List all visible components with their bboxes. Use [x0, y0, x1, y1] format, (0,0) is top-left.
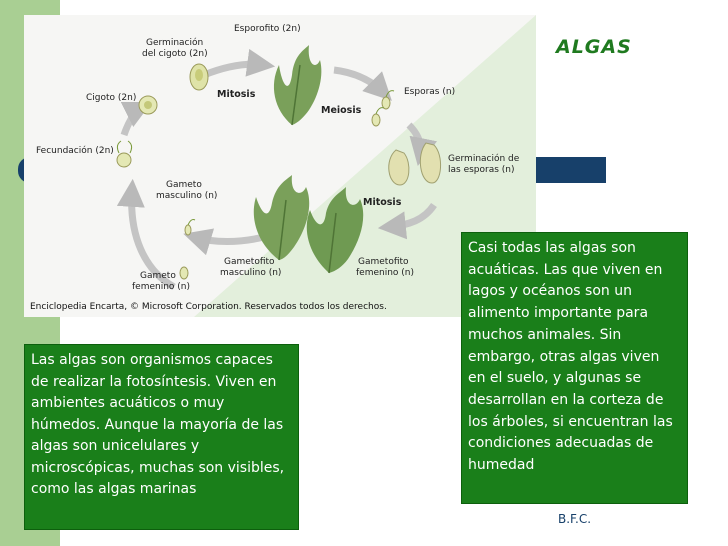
label-zygote: Cigoto (2n): [86, 93, 136, 103]
label-female-gamete-2: femenino (n): [132, 282, 190, 292]
arrow-mitosis: [377, 202, 437, 240]
arrow-spores: [406, 122, 438, 166]
label-fertilization: Fecundación (2n): [36, 145, 114, 156]
germinating-spores-icon: [388, 142, 441, 186]
life-cycle-diagram: Esporofito (2n) Germinación del cigoto (…: [36, 15, 536, 317]
male-gametophyte-seaweed-icon: [253, 175, 310, 261]
arrow-meiosis: [333, 66, 392, 101]
label-spore-germination-1: Germinación de: [448, 153, 520, 164]
arrow-gametes: [183, 228, 265, 256]
zygote-icon: [138, 95, 158, 115]
label-male-gamete-2: masculino (n): [156, 191, 217, 201]
label-zygote-germination-1: Germinación: [146, 37, 203, 48]
label-mitosis-bottom: Mitosis: [363, 197, 402, 208]
arrow-germination: [202, 48, 276, 79]
female-gamete-icon: [179, 266, 189, 280]
author-initials: B.F.C.: [558, 512, 592, 526]
label-mitosis-top: Mitosis: [217, 89, 256, 100]
slide-title: ALGAS: [556, 36, 632, 58]
label-female-gamete-1: Gameto: [140, 271, 176, 281]
male-gamete-icon: [184, 219, 196, 236]
label-meiosis: Meiosis: [321, 105, 362, 116]
fertilization-icon: [116, 140, 133, 168]
arrow-fertilization: [116, 178, 176, 291]
arrow-zygote: [120, 101, 153, 137]
label-spores: Esporas (n): [404, 87, 455, 97]
label-male-gametophyte-1: Gametofito: [224, 257, 275, 267]
label-female-gametophyte-2: femenino (n): [356, 268, 414, 278]
figure-credit: Enciclopedia Encarta, © Microsoft Corpor…: [30, 302, 387, 312]
spores-icon: [371, 90, 395, 127]
label-male-gametophyte-2: masculino (n): [220, 268, 281, 278]
label-spore-germination-2: las esporas (n): [448, 165, 515, 175]
label-zygote-germination-2: del cigoto (2n): [142, 49, 208, 59]
label-female-gametophyte-1: Gametofito: [358, 257, 409, 267]
algae-life-cycle-figure: Esporofito (2n) Germinación del cigoto (…: [24, 15, 536, 317]
germinating-zygote-icon: [189, 63, 209, 91]
sporophyte-seaweed-icon: [273, 45, 322, 126]
label-sporophyte: Esporofito (2n): [234, 24, 301, 34]
female-gametophyte-seaweed-icon: [306, 187, 364, 274]
left-text-box: Las algas son organismos capaces de real…: [24, 344, 299, 530]
label-male-gamete-1: Gameto: [166, 180, 202, 190]
right-text-box: Casi todas las algas son acuáticas. Las …: [461, 232, 688, 504]
